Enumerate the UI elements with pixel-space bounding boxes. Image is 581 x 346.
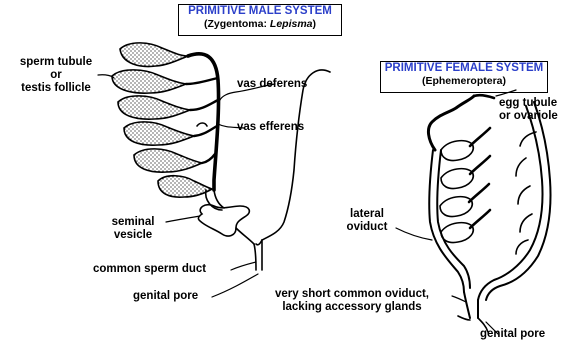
egg-tubule-label: egg tubule or ovariole [499,97,558,123]
sperm-tubule-label: sperm tubule or testis follicle [6,56,106,96]
testis-follicles [112,43,212,197]
male-genital-pore-label: genital pore [133,290,198,303]
vas-efferens-label: vas efferens [237,121,304,134]
common-oviduct-label: very short common oviduct, lacking acces… [252,288,452,314]
female-genital-pore-label: genital pore [480,328,545,341]
seminal-vesicle-label: seminal vesicle [98,216,168,242]
common-sperm-duct-label: common sperm duct [93,263,206,276]
vas-deferens-label: vas deferens [237,78,307,91]
lateral-oviduct-label: lateral oviduct [336,208,398,234]
